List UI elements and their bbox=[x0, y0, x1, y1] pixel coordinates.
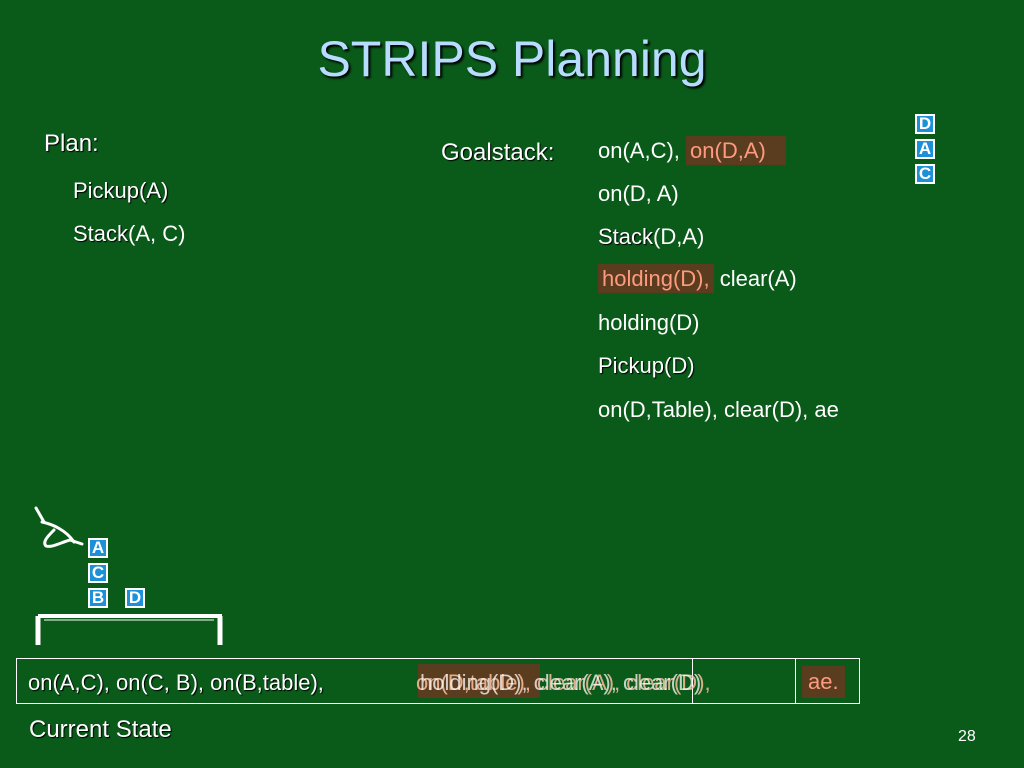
goal-line-4: holding(D), clear(A) bbox=[598, 264, 797, 293]
current-state-box bbox=[16, 658, 860, 704]
slide-title: STRIPS Planning bbox=[317, 31, 707, 87]
goal-line-1: on(A,C), on(D,A) bbox=[598, 136, 786, 165]
current-block-d: D bbox=[125, 588, 145, 608]
state-highlight-bg bbox=[418, 664, 540, 698]
robot-arm-icon bbox=[34, 506, 84, 548]
goal-line-6-op: Pickup(D) bbox=[598, 353, 695, 378]
goal-line-6: Pickup(D) bbox=[598, 353, 695, 379]
goal-line-2-text: on(D, A) bbox=[598, 181, 679, 206]
current-state-prefix: on(A,C), on(C, B), on(B,table), bbox=[28, 670, 324, 695]
goal-line-4-text: clear(A) bbox=[713, 266, 797, 291]
current-state-overlap-b: holding(D), clear(A), clear(D) bbox=[420, 670, 702, 695]
goal-line-2: on(D, A) bbox=[598, 181, 679, 207]
current-block-b: B bbox=[88, 588, 108, 608]
plan-step-1-op: Pickup(A) bbox=[73, 178, 169, 203]
goal-line-4-highlight: holding(D), bbox=[598, 264, 714, 293]
goalstack-label: Goalstack: bbox=[441, 139, 555, 166]
goal-line-3-text: (D,A) bbox=[653, 224, 705, 249]
plan-step-2: Stack(A, C) bbox=[73, 221, 185, 247]
current-state-highlight-end: ae. bbox=[802, 666, 845, 698]
state-box-divider bbox=[795, 659, 796, 703]
current-state-overlap-a: on(D,table), clear(A), clear(D), bbox=[416, 670, 711, 695]
goal-line-7-text: on(D,Table), clear(D), ae bbox=[598, 397, 839, 422]
robot-arm-and-table-drawing bbox=[34, 506, 223, 645]
goal-block-d: D bbox=[915, 114, 935, 134]
plan-step-2-op: Stack bbox=[73, 221, 129, 246]
state-box-divider bbox=[692, 659, 693, 703]
goal-line-7: on(D,Table), clear(D), ae bbox=[598, 397, 839, 423]
goal-line-1-highlight: on(D,A) bbox=[686, 136, 786, 165]
goal-block-a: A bbox=[915, 139, 935, 159]
goal-line-3-op: Stack bbox=[598, 224, 654, 249]
goal-line-5-text: holding(D) bbox=[598, 310, 700, 335]
current-state-label: Current State bbox=[29, 716, 172, 743]
plan-label: Plan: bbox=[44, 130, 99, 157]
goal-block-c: C bbox=[915, 164, 935, 184]
goal-line-3: Stack(D,A) bbox=[598, 224, 704, 250]
slide-number: 28 bbox=[958, 728, 976, 745]
table-icon bbox=[35, 614, 223, 645]
goal-line-1-text: on(A,C), bbox=[598, 138, 687, 163]
plan-step-1: Pickup(A) bbox=[73, 178, 168, 204]
current-block-a: A bbox=[88, 538, 108, 558]
plan-step-2-args: (A, C) bbox=[128, 221, 186, 246]
current-block-c: C bbox=[88, 563, 108, 583]
goal-line-5: holding(D) bbox=[598, 310, 700, 336]
